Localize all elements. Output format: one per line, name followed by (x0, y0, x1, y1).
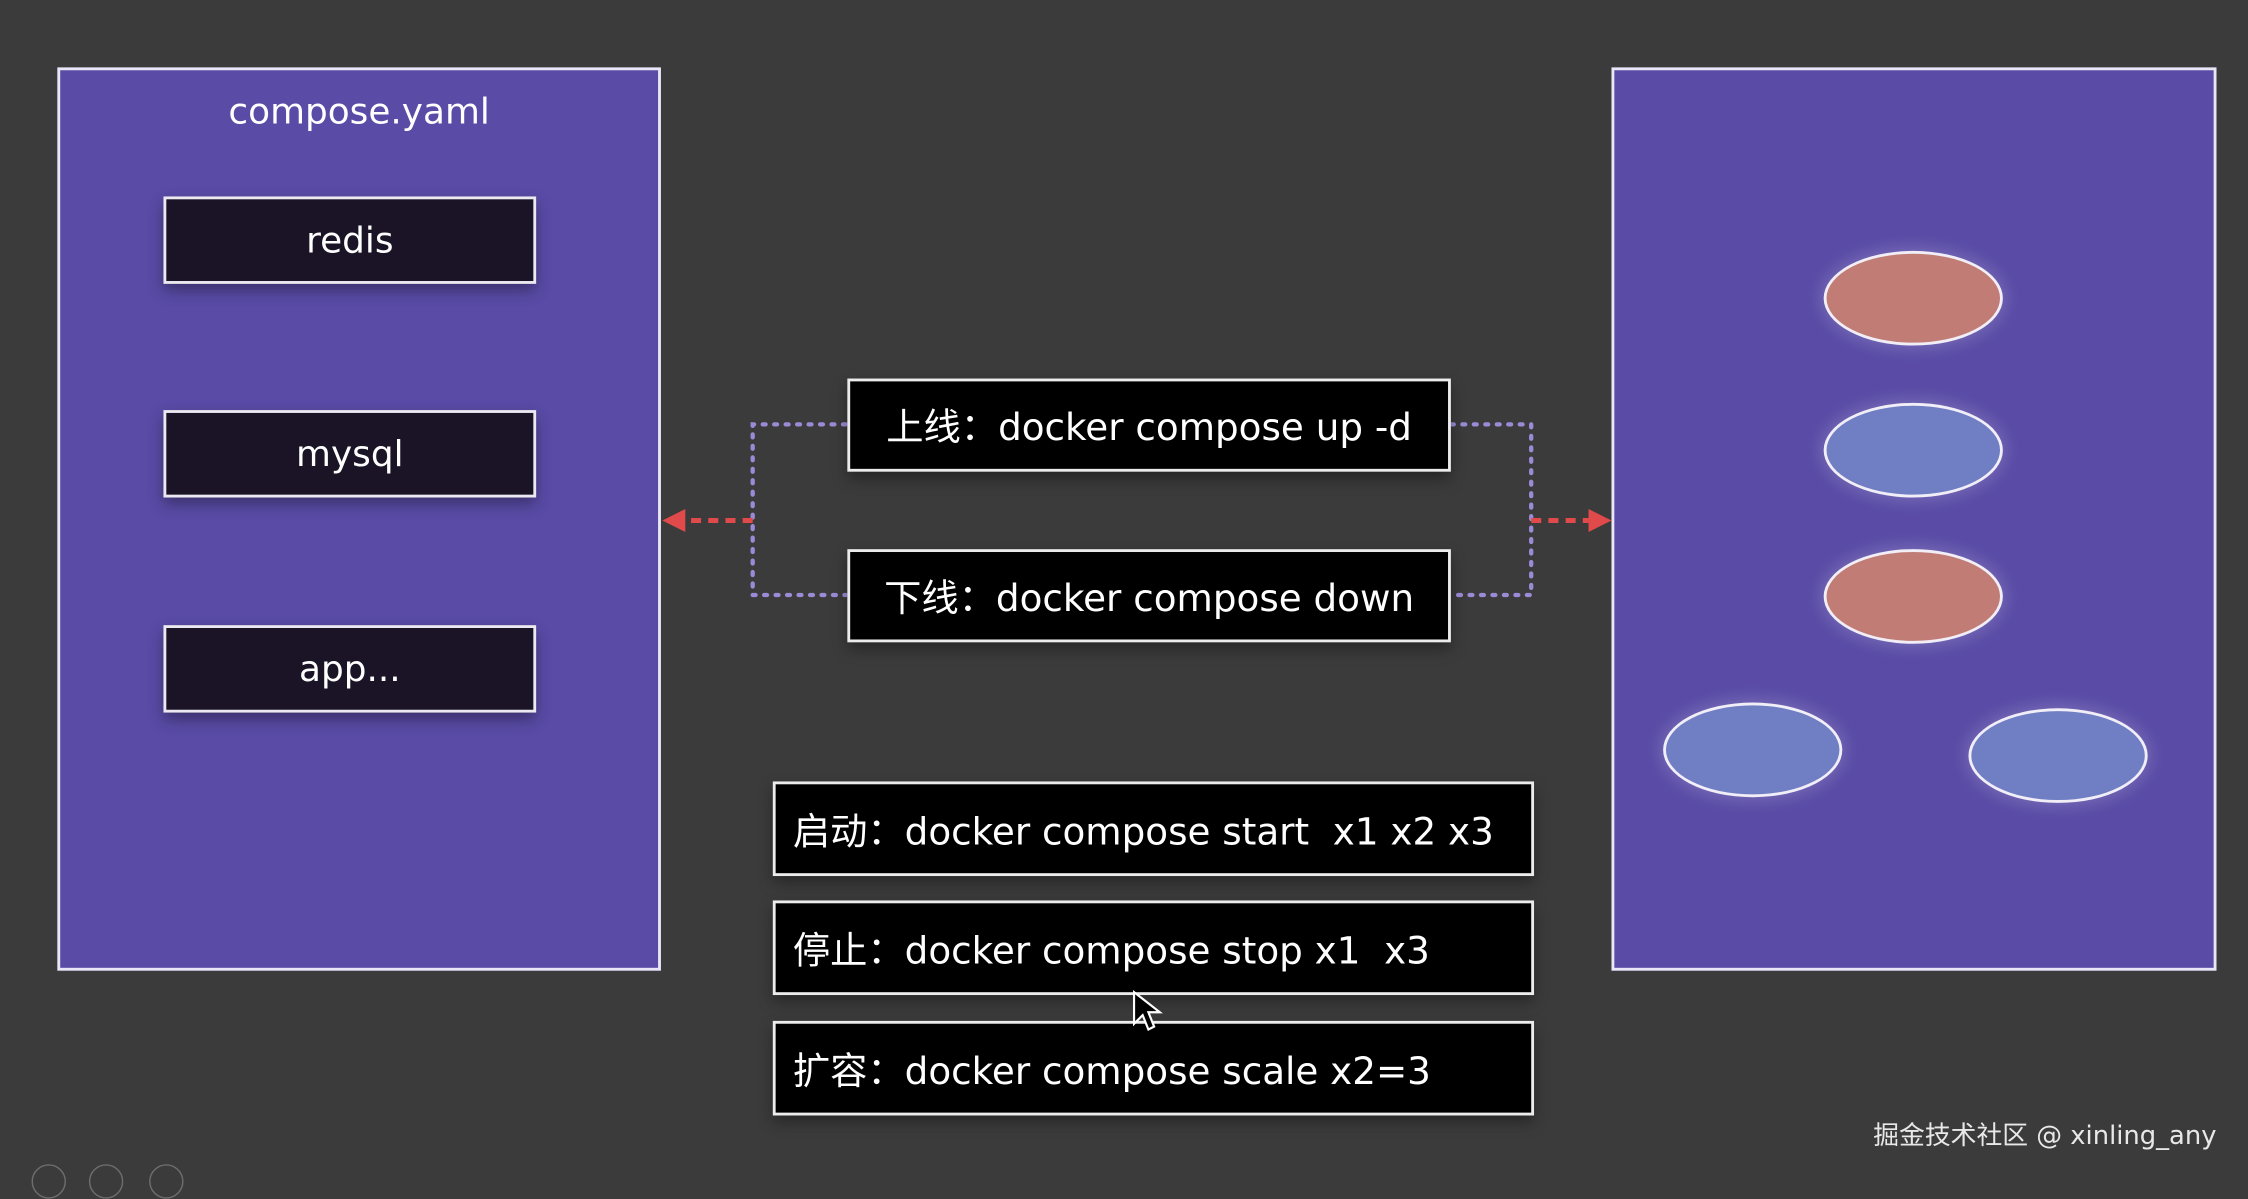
containers-panel (1611, 67, 2217, 971)
container-ellipse-4 (1663, 702, 1843, 798)
container-ellipse-2 (1823, 402, 2003, 498)
player-control-icon-3[interactable] (149, 1164, 184, 1199)
cmd-compose-stop: 停止：docker compose stop x1 x3 (772, 900, 1535, 996)
container-ellipse-5 (1968, 708, 2148, 803)
mouse-cursor-icon (1132, 989, 1163, 1031)
player-control-icon-2[interactable] (88, 1164, 124, 1199)
container-ellipse-3 (1823, 549, 2003, 644)
arrow-to-compose-panel (662, 508, 753, 532)
player-control-icon-1[interactable] (31, 1164, 66, 1199)
cmd-compose-scale: 扩容：docker compose scale x2=3 (772, 1020, 1535, 1116)
cmd-compose-start: 启动：docker compose start x1 x2 x3 (772, 781, 1535, 877)
service-redis: redis (163, 196, 537, 284)
service-mysql: mysql (163, 410, 537, 498)
compose-yaml-title: compose.yaml (228, 90, 490, 132)
cmd-compose-up: 上线：docker compose up -d (847, 378, 1451, 472)
cmd-compose-down: 下线：docker compose down (847, 549, 1451, 643)
container-ellipse-1 (1823, 250, 2003, 346)
arrow-to-containers-panel (1531, 508, 1612, 532)
dotted-bracket-left (750, 422, 849, 598)
dotted-bracket-right (1448, 422, 1534, 598)
service-app: app... (163, 625, 537, 713)
watermark: 掘金技术社区 @ xinling_any (1873, 1121, 2217, 1152)
